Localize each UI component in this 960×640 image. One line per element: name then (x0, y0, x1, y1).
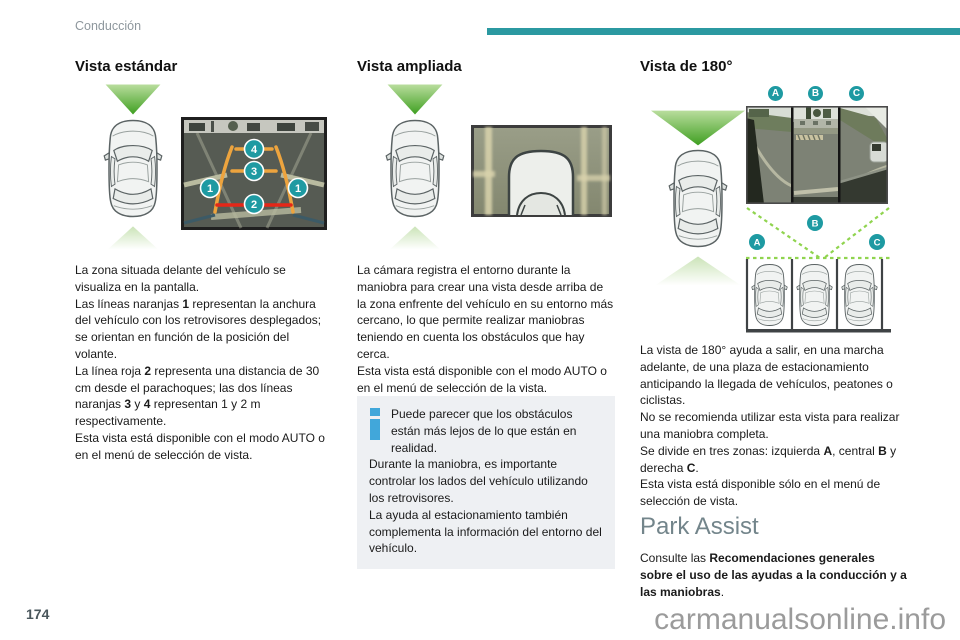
camera-cone-icon (105, 84, 161, 115)
standard-view-section: Vista estándar (75, 58, 333, 640)
zones-diagram: A B C (745, 207, 891, 333)
extended-view-section: Vista ampliada La cámara registra (357, 58, 615, 640)
camera-cone-fade-icon (389, 226, 441, 250)
orange-guide-left (213, 145, 234, 214)
body-paragraph: Se divide en tres zonas: izquierda A, ce… (640, 443, 897, 475)
info-icon (370, 408, 382, 441)
zone-b-diagram-badge: B (807, 215, 823, 231)
section-label: Conducción (75, 19, 142, 33)
car-top-view-illustration (103, 118, 163, 219)
zone-a-badge: A (768, 86, 783, 101)
body-paragraph: Las líneas naranjas 1 representan la anc… (75, 296, 322, 361)
body-paragraph: La zona situada delante del vehículo se … (75, 263, 286, 294)
view180-heading: Vista de 180° (640, 58, 733, 75)
camera-cone-fade-icon (654, 256, 742, 286)
header-divider-bar (487, 28, 960, 35)
camera-screen-standard: 1 1 2 3 4 (181, 117, 327, 230)
note-paragraph: La ayuda al estacionamiento también comp… (369, 507, 602, 556)
marker-2-badge: 2 (243, 193, 265, 215)
body-paragraph: Esta vista está disponible sólo en el me… (640, 477, 881, 509)
body-paragraph: No se recomienda utilizar esta vista par… (640, 410, 900, 441)
dashed-guide-left (746, 207, 821, 259)
orange-guide-right (274, 145, 295, 214)
camera-screen-extended (471, 125, 612, 217)
view180-section: Vista de 180° A B C (640, 58, 908, 640)
parked-car-illustration (751, 264, 788, 326)
info-note-box: Puede parecer que los obstáculos están m… (357, 396, 615, 570)
car-top-view-illustration (385, 118, 445, 219)
park-assist-text: Consulte las Recomendaciones generales s… (640, 550, 908, 600)
parked-car-illustration (841, 264, 878, 326)
camera-cone-fade-icon (107, 226, 159, 250)
parked-car-illustration (796, 264, 833, 326)
body-paragraph: Esta vista está disponible con el modo A… (357, 363, 607, 395)
camera-cone-icon (387, 84, 443, 115)
svg-text:2: 2 (251, 199, 257, 211)
body-paragraph: Consulte las Recomendaciones generales s… (640, 551, 907, 599)
svg-text:3: 3 (251, 166, 257, 178)
zone-b-badge: B (808, 86, 823, 101)
standard-view-heading: Vista estándar (75, 58, 178, 75)
extended-view-text: La cámara registra el entorno durante la… (357, 262, 615, 396)
view180-text: La vista de 180° ayuda a salir, en una m… (640, 342, 908, 510)
car-windshield-outline (516, 191, 566, 216)
zone-a-diagram-badge: A (749, 234, 765, 250)
svg-text:B: B (812, 219, 819, 230)
body-paragraph: La línea roja 2 representa una distancia… (75, 363, 320, 429)
dashed-guide-right (823, 207, 890, 259)
body-paragraph: Esta vista está disponible con el modo A… (75, 430, 325, 462)
note-paragraph: Puede parecer que los obstáculos están m… (391, 407, 577, 455)
body-paragraph: La vista de 180° ayuda a salir, en una m… (640, 343, 893, 408)
camera-cone-icon (650, 110, 746, 146)
car-top-view-illustration (668, 148, 728, 249)
marker-1-left-badge: 1 (199, 177, 221, 199)
note-paragraph: Durante la maniobra, es importante contr… (369, 457, 588, 505)
watermark: carmanualsonline.info (654, 603, 946, 636)
svg-text:C: C (874, 238, 881, 249)
body-paragraph: La cámara registra el entorno durante la… (357, 263, 614, 361)
zone-c-diagram-badge: C (869, 234, 885, 250)
camera-screen-180 (746, 106, 888, 204)
page-number: 174 (26, 606, 50, 622)
park-assist-heading: Park Assist (640, 513, 759, 540)
svg-text:1: 1 (207, 183, 213, 195)
standard-view-text: La zona situada delante del vehículo se … (75, 262, 333, 464)
marker-3-badge: 3 (243, 160, 265, 182)
marker-4-badge: 4 (243, 138, 265, 160)
svg-text:1: 1 (295, 183, 301, 195)
extended-view-heading: Vista ampliada (357, 58, 462, 75)
marker-1-right-badge: 1 (287, 177, 309, 199)
zone-c-badge: C (849, 86, 864, 101)
svg-text:A: A (754, 238, 761, 249)
svg-text:4: 4 (251, 144, 258, 156)
